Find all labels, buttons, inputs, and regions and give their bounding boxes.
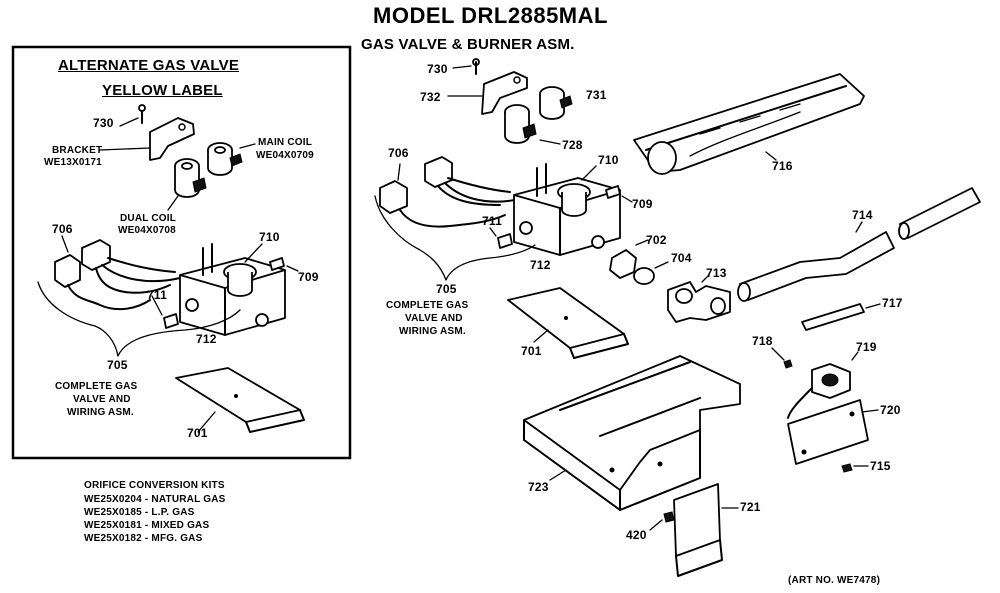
- main-coil-728: [504, 104, 561, 145]
- orifice-kit: WE25X0182 - MFG. GAS: [84, 533, 203, 544]
- inset-main-coil-label: MAIN COIL: [258, 137, 313, 148]
- inset-label-701: 701: [187, 426, 208, 440]
- main-label-720: 720: [880, 403, 901, 417]
- orifice-heading: ORIFICE CONVERSION KITS: [84, 480, 225, 491]
- inset-dual-coil: [167, 158, 207, 211]
- main-coil-731: [539, 86, 573, 120]
- inset-frame: [11, 45, 352, 460]
- page-subtitle: GAS VALVE & BURNER ASM.: [361, 36, 575, 53]
- inset-label-730: 730: [93, 116, 114, 130]
- main-bracket-732: [447, 71, 528, 115]
- main-label-723: 723: [528, 480, 549, 494]
- inset-label-711: 711: [147, 288, 167, 302]
- main-label-713: 713: [706, 266, 727, 280]
- main-screw-715: [841, 463, 869, 473]
- main-label-420: 420: [626, 528, 647, 542]
- inset-dual-coil-part: WE04X0708: [118, 225, 176, 236]
- main-igniter-717: [801, 303, 881, 331]
- inset-complete-line1: COMPLETE GAS: [55, 381, 138, 392]
- main-screw-730: [452, 58, 480, 75]
- inset-label-710: 710: [259, 230, 280, 244]
- page-title: MODEL DRL2885MAL: [373, 3, 608, 28]
- main-label-714: 714: [852, 208, 873, 222]
- inset-bracket-part: WE13X0171: [44, 157, 102, 168]
- main-valve-body: [513, 163, 621, 256]
- main-sensor-719: [787, 351, 859, 419]
- main-fitting-704: [633, 261, 669, 285]
- main-complete-line1: COMPLETE GAS: [386, 300, 469, 311]
- inset-dual-coil-label: DUAL COIL: [120, 213, 177, 224]
- inset-brace-705: [37, 281, 241, 357]
- main-fitting-711: [489, 227, 513, 249]
- main-elbow-713: [667, 275, 731, 323]
- main-label-728: 728: [562, 138, 583, 152]
- main-label-706: 706: [388, 146, 409, 160]
- main-label-721: 721: [740, 500, 761, 514]
- main-label-710: 710: [598, 153, 619, 167]
- main-label-701: 701: [521, 344, 542, 358]
- main-label-718: 718: [752, 334, 773, 348]
- main-label-711: 711: [482, 214, 502, 228]
- main-complete-line3: WIRING ASM.: [399, 326, 466, 337]
- main-label-731: 731: [586, 88, 607, 102]
- main-screw-420: [649, 511, 675, 531]
- main-brace-705: [374, 195, 536, 281]
- main-label-715: 715: [870, 459, 891, 473]
- orifice-kit: WE25X0204 - NATURAL GAS: [84, 494, 226, 505]
- main-label-705: 705: [436, 282, 457, 296]
- main-burner-base-723: [523, 355, 741, 511]
- art-number: (ART NO. WE7478): [788, 575, 881, 586]
- inset-bracket-701: [175, 367, 305, 433]
- main-label-719: 719: [856, 340, 877, 354]
- main-bracket-701: [507, 287, 629, 359]
- inset-complete-line3: WIRING ASM.: [67, 407, 134, 418]
- main-label-712: 712: [530, 258, 551, 272]
- main-shield-721: [673, 483, 739, 577]
- inset-main-coil: [207, 142, 256, 176]
- inset-complete-line2: VALVE AND: [73, 394, 131, 405]
- inset-screw-730: [119, 104, 146, 127]
- inset-valve-body: [179, 243, 286, 336]
- main-pipe-714: [737, 221, 895, 302]
- inset-bracket-label: BRACKET: [52, 145, 103, 156]
- inset-label-706: 706: [52, 222, 73, 236]
- inset-label-705: 705: [107, 358, 128, 372]
- main-label-702: 702: [646, 233, 667, 247]
- main-burner-716: [633, 73, 865, 175]
- main-label-709: 709: [632, 197, 653, 211]
- inset-wiring-harness: [54, 235, 181, 311]
- main-nut-702: [609, 239, 649, 279]
- orifice-kit: WE25X0181 - MIXED GAS: [84, 520, 210, 531]
- inset-main-coil-part: WE04X0709: [256, 150, 314, 161]
- inset-label-712: 712: [196, 332, 217, 346]
- inset-fitting-711: [151, 295, 179, 329]
- inset-title-line2: YELLOW LABEL: [102, 82, 223, 99]
- inset-bracket: [99, 117, 195, 161]
- inset-fitting-709: [269, 257, 299, 272]
- main-plate-720: [787, 399, 879, 465]
- orifice-kit: WE25X0185 - L.P. GAS: [84, 507, 195, 518]
- main-label-704: 704: [671, 251, 692, 265]
- main-complete-line2: VALVE AND: [405, 313, 463, 324]
- main-label-730: 730: [427, 62, 448, 76]
- main-wiring-harness: [379, 156, 516, 228]
- main-tube: [898, 187, 981, 240]
- main-screw-718: [771, 347, 793, 369]
- main-label-732: 732: [420, 90, 441, 104]
- inset-label-709: 709: [298, 270, 319, 284]
- main-fitting-709: [605, 185, 633, 203]
- main-label-716: 716: [772, 159, 793, 173]
- main-label-717: 717: [882, 296, 903, 310]
- inset-title-line1: ALTERNATE GAS VALVE: [58, 57, 240, 74]
